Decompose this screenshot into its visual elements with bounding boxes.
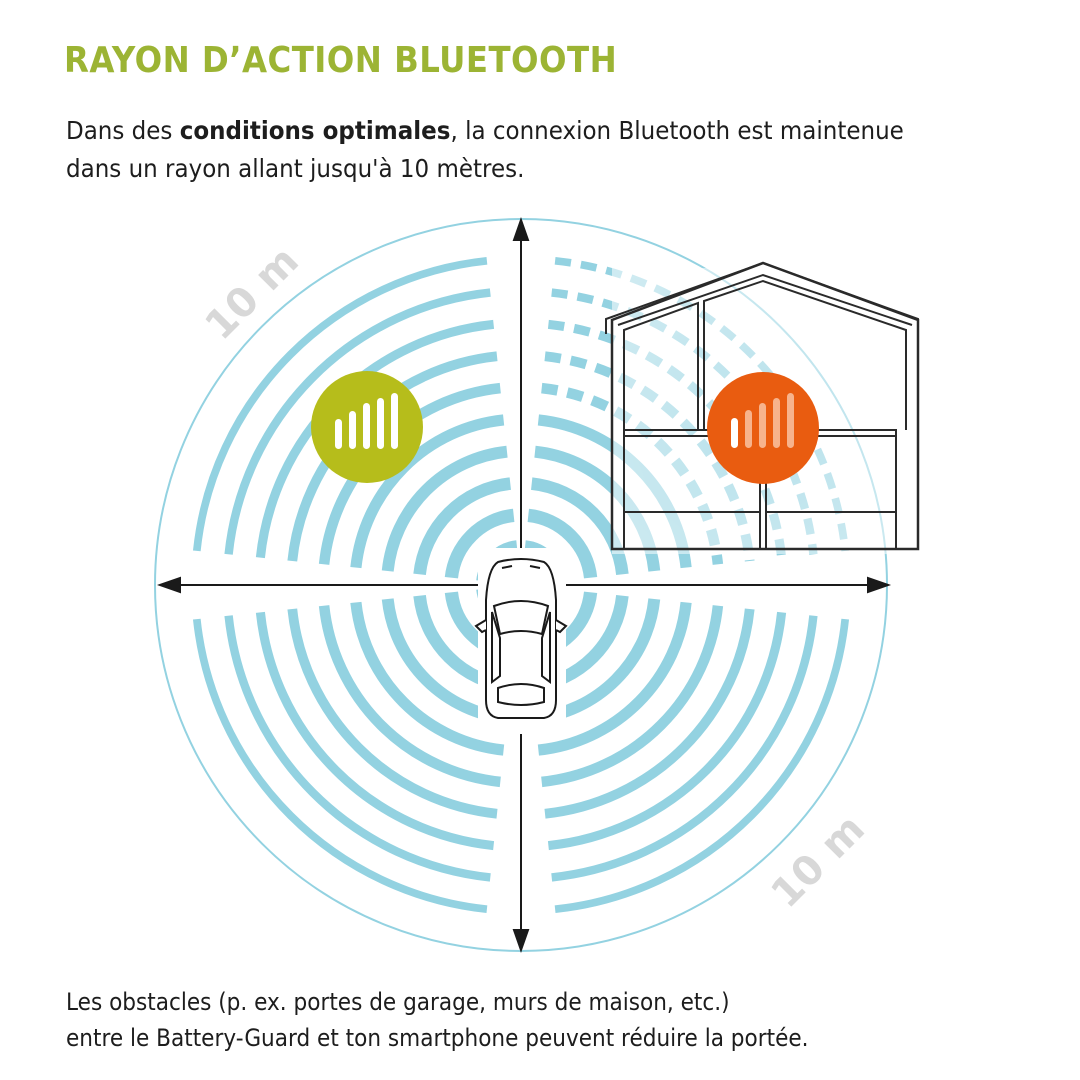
footer-line2: entre le Battery-Guard et ton smartphone… — [66, 1024, 809, 1052]
intro-bold: conditions optimales — [179, 116, 451, 145]
wave-arc — [192, 618, 488, 914]
strong-signal-icon — [311, 371, 423, 483]
wave-arc — [444, 508, 515, 579]
wave-arc — [413, 477, 512, 576]
weak-signal-icon — [707, 372, 819, 484]
wave-arc — [527, 508, 598, 579]
wave-arc — [381, 445, 508, 572]
footer-line1: Les obstacles (p. ex. portes de garage, … — [66, 988, 730, 1016]
intro-part2: , la connexion Bluetooth est maintenue — [450, 116, 904, 145]
arrow-left-icon — [156, 576, 181, 594]
wave-arc — [224, 615, 491, 882]
wave-arc — [350, 601, 505, 756]
wave-arc — [287, 608, 498, 819]
wave-arc — [318, 605, 501, 788]
intro-text: Dans des conditions optimales, la connex… — [66, 112, 904, 188]
wave-arc — [530, 477, 629, 576]
wave-arc — [541, 605, 724, 788]
arrow-up-icon — [512, 216, 530, 241]
wave-arc — [537, 601, 692, 756]
wave-arc — [224, 288, 491, 555]
intro-part1: Dans des — [66, 116, 180, 145]
wave-arc — [547, 611, 787, 851]
wave-arc — [551, 615, 818, 882]
car-icon — [474, 548, 568, 734]
range-label-top: 10 m — [197, 238, 308, 349]
page-title: RAYON D’ACTION BLUETOOTH — [64, 40, 618, 81]
footer-text: Les obstacles (p. ex. portes de garage, … — [66, 984, 809, 1056]
wave-arc — [554, 618, 850, 914]
range-label-bottom: 10 m — [763, 806, 874, 917]
intro-line2: dans un rayon allant jusqu'à 10 mètres. — [66, 154, 525, 183]
arrow-right-icon — [867, 576, 892, 594]
wave-arc — [192, 256, 488, 552]
arrow-down-icon — [512, 929, 530, 954]
wave-arc — [255, 611, 495, 851]
wave-arc — [544, 608, 755, 819]
